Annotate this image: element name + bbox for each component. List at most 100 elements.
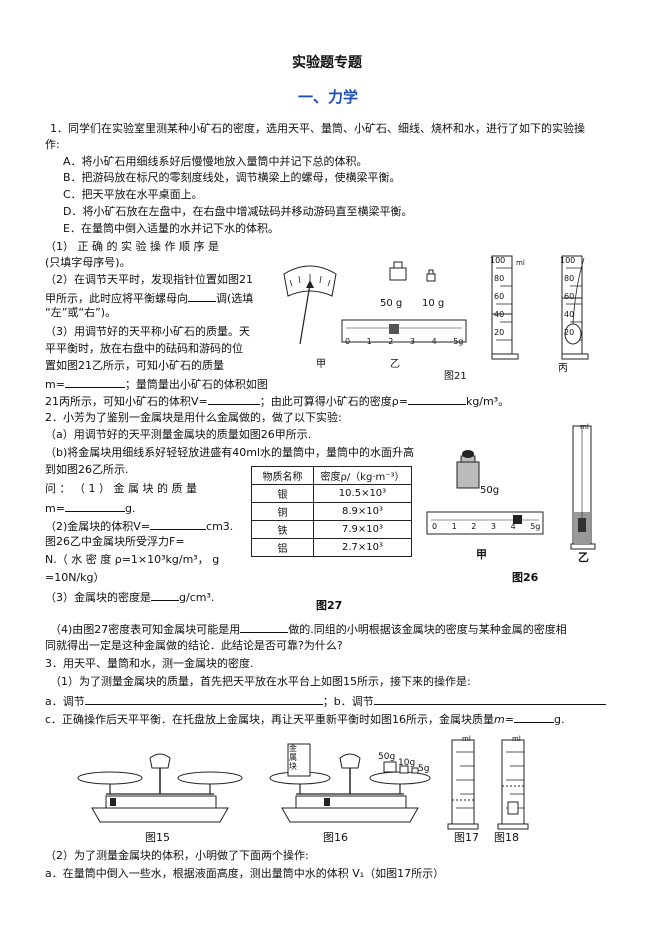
q3-step-c-text: c．正确操作后天平平衡．在托盘放上金属块，再让天平重新平衡时如图16所示，金属块…	[45, 713, 495, 726]
q2-ask-line3: （2)金属块的体积V=cm3.	[45, 518, 233, 534]
graduated-cylinder-icon	[497, 739, 529, 830]
answer-blank[interactable]	[151, 589, 179, 601]
q1-part3-text: ；量筒量出小矿石的体积如图	[124, 378, 268, 391]
q1-density-unit: kg/m³。	[465, 395, 510, 408]
q3-step-c: c．正确操作后天平平衡．在托盘放上金属块，再让天平重新平衡时如图16所示，金属块…	[45, 711, 564, 727]
fig21-label-jia: 甲	[316, 359, 326, 370]
q2-ask-line5: N.（ 水 密 度 ρ=1×10³kg/m³， g	[45, 553, 220, 566]
q2-ask-line4: 图26乙中金属块所受浮力F=	[45, 535, 185, 548]
ruler-tick: 2	[388, 337, 394, 346]
document-title: 实验题专题	[292, 55, 362, 71]
answer-blank[interactable]	[407, 393, 466, 405]
q1-option-a: A．将小矿石用细线系好后慢慢地放入量筒中并记下总的体积。	[63, 155, 368, 168]
q1-part3-line1: （3）用调节好的天平称小矿石的质量。天	[45, 325, 250, 338]
ruler-tick: 3	[409, 337, 416, 346]
answer-blank[interactable]	[188, 290, 216, 302]
q2-mass-label: m=	[45, 502, 65, 515]
q3-step-ab: a．调节；b．调节	[45, 693, 606, 709]
table-cell: 8.9×10³	[313, 502, 412, 521]
ruler-tick: 4	[431, 337, 437, 346]
q2-ask-line6: =10N/kg）	[45, 571, 105, 584]
q1-density-label: ；由此可算得小矿石的密度ρ=	[259, 395, 408, 408]
graduated-cylinder-icon	[447, 739, 479, 830]
table-cell: 7.9×10³	[313, 520, 412, 539]
table-cell: 2.7×10³	[313, 538, 412, 557]
q2-ask-line1: 问 ： （ 1 ） 金 属 块 的 质 量	[45, 482, 197, 495]
fig26-weight-label: 50g	[480, 485, 500, 496]
answer-blank[interactable]	[64, 376, 125, 388]
q3-part2: （2）为了测量金属块的体积，小明做了下面两个操作:	[45, 849, 309, 862]
answer-blank[interactable]	[240, 621, 289, 633]
table-header-row: 物质名称 密度ρ/（kg·m⁻³）	[251, 466, 412, 485]
fig21-weight-10-label: 10 g	[422, 298, 445, 309]
answer-blank[interactable]	[373, 693, 606, 705]
table-cell: 铝	[251, 538, 314, 557]
q2-stem: 2．小芳为了鉴别一金属块是用什么金属做的，做了以下实验:	[45, 411, 342, 424]
density-table: 物质名称 密度ρ/（kg·m⁻³） 银 10.5×10³ 铜 8.9×10³ 铁…	[251, 466, 412, 557]
q2-ask-line2: m=g.	[45, 500, 135, 516]
cyl-tick: 20	[564, 328, 575, 337]
fig21-label-bing: 丙	[558, 363, 568, 374]
table-cell: 铁	[251, 520, 314, 539]
fig26-label-jia: 甲	[476, 548, 487, 561]
q1-option-c: C．把天平放在水平桌面上。	[63, 188, 203, 201]
table-row: 银 10.5×10³	[251, 484, 412, 503]
q1-part2-line1: （2）在调节天平时，发现指针位置如图21	[45, 273, 253, 286]
cyl-tick: 100	[490, 256, 506, 265]
ruler-tick: 5g	[453, 337, 464, 346]
q3-mass-unit: g.	[553, 713, 565, 726]
ruler-tick: 1	[366, 337, 372, 346]
answer-blank[interactable]	[84, 693, 323, 705]
q2-volume-label: （2)金属块的体积V=	[45, 520, 151, 533]
fig17-caption: 图17	[454, 831, 479, 844]
table-cell: 银	[251, 484, 314, 503]
answer-blank[interactable]	[207, 393, 260, 405]
fig18-caption: 图18	[494, 831, 519, 844]
q2-part4-line2: 同就得出一定是这种金属做的结论．此结论是否可靠?为什么?	[45, 639, 343, 652]
q1-part3-line5: 21丙所示，可知小矿石的体积V=；由此可算得小矿石的密度ρ=kg/m³。	[45, 393, 509, 409]
graduated-cylinder-icon	[561, 255, 589, 360]
bottom-figures	[77, 739, 529, 830]
q1-option-b: B．把游码放在标尺的零刻度线处，调节横梁上的螺母，使横梁平衡。	[63, 171, 401, 184]
fig15-caption: 图15	[145, 831, 170, 844]
figure-21	[283, 255, 589, 360]
fig18-cyl-unit: ml	[512, 735, 521, 743]
ruler-tick: 0	[432, 522, 438, 531]
table-row: 铁 7.9×10³	[251, 520, 412, 539]
q1-stem-line1: 1．同学们在实验室里测某种小矿石的密度，选用天平、量筒、小矿石、细线、烧杯和水，…	[50, 122, 585, 135]
q1-stem-line2: 作:	[45, 138, 60, 151]
q3-part2-step-a: a．在量筒中倒入一些水，根据液面高度，测出量筒中水的体积 V₁（如图17所示）	[45, 867, 445, 880]
answer-blank[interactable]	[150, 518, 207, 530]
q2-step-a: （a）用调节好的天平测量金属块的质量如图26甲所示.	[45, 428, 312, 441]
q3-mass-label: m=	[494, 713, 514, 726]
cyl-tick: 80	[564, 274, 575, 283]
table-cell: 铜	[251, 502, 314, 521]
fig21-weight-50-label: 50 g	[380, 298, 403, 309]
fig26-label-yi: 乙	[578, 551, 589, 564]
fig26-ruler-ticks: 0 1 2 3 4 5g	[432, 520, 540, 534]
q1-part2-text-a: 甲所示，此时应将平衡螺母向	[45, 292, 188, 305]
q3-stem: 3．用天平、量筒和水，测一金属块的密度.	[45, 657, 254, 670]
table-cell: 10.5×10³	[313, 484, 412, 503]
fig16-weight-50: 50g	[378, 752, 396, 762]
cyl-tick: 60	[494, 292, 505, 301]
q1-part3-line3: 置如图21乙所示，可知小矿石的质量	[45, 359, 224, 372]
q1-part3-line4: m= ；量筒量出小矿石的体积如图	[45, 376, 268, 392]
cyl-tick: 40	[494, 310, 505, 319]
answer-blank[interactable]	[513, 711, 554, 723]
ruler-tick: 0	[345, 337, 351, 346]
q1-mass-label: m=	[45, 378, 65, 391]
ruler-tick: 2	[471, 522, 477, 531]
q1-option-e: E．在量筒中倒入适量的水并记下水的体积。	[63, 222, 279, 235]
q3-step-a-label: a．调节	[45, 695, 85, 708]
cyl-tick: 40	[564, 310, 575, 319]
ruler-tick: 3	[490, 522, 497, 531]
figure-26	[426, 425, 596, 550]
fig17-cyl-unit: ml	[462, 735, 471, 743]
q3-part1: （1）为了测量金属块的质量，首先把天平放在水平台上如图15所示，接下来的操作是:	[50, 675, 471, 688]
balance-scale-icon	[269, 743, 431, 823]
dial-gauge-icon	[283, 265, 337, 345]
answer-blank[interactable]	[64, 500, 125, 512]
q2-step-b-line2: 到如图26乙所示.	[45, 463, 129, 476]
